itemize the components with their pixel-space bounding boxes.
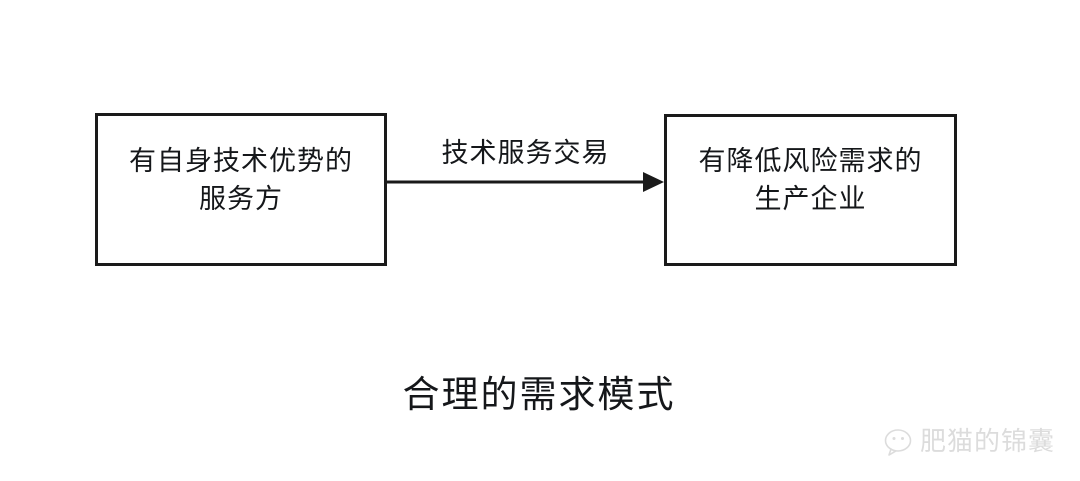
- node-producer-line-2: 生产企业: [754, 184, 867, 215]
- arrow-connector: [387, 172, 664, 192]
- node-text-producer: 有降低风险需求的 生产企业: [699, 143, 923, 219]
- node-producer-line-1: 有降低风险需求的: [698, 146, 923, 177]
- diagram-caption: 合理的需求模式: [0, 371, 1080, 419]
- diagram-caption-text: 合理的需求模式: [402, 373, 676, 416]
- node-text-supplier: 有自身技术优势的 服务方: [129, 143, 353, 219]
- arrow-head-icon: [643, 172, 664, 192]
- node-supplier-line-2: 服务方: [199, 183, 283, 215]
- wechat-bubble-icon: [884, 429, 912, 456]
- node-box-producer[interactable]: 有降低风险需求的 生产企业: [664, 114, 957, 266]
- watermark: 肥猫的锦囊: [884, 421, 1064, 463]
- edge-label-technology-service-transaction: 技术服务交易: [441, 138, 610, 169]
- node-box-supplier[interactable]: 有自身技术优势的 服务方: [95, 113, 387, 266]
- node-supplier-line-1: 有自身技术优势的: [129, 145, 353, 177]
- watermark-text: 肥猫的锦囊: [920, 427, 1056, 457]
